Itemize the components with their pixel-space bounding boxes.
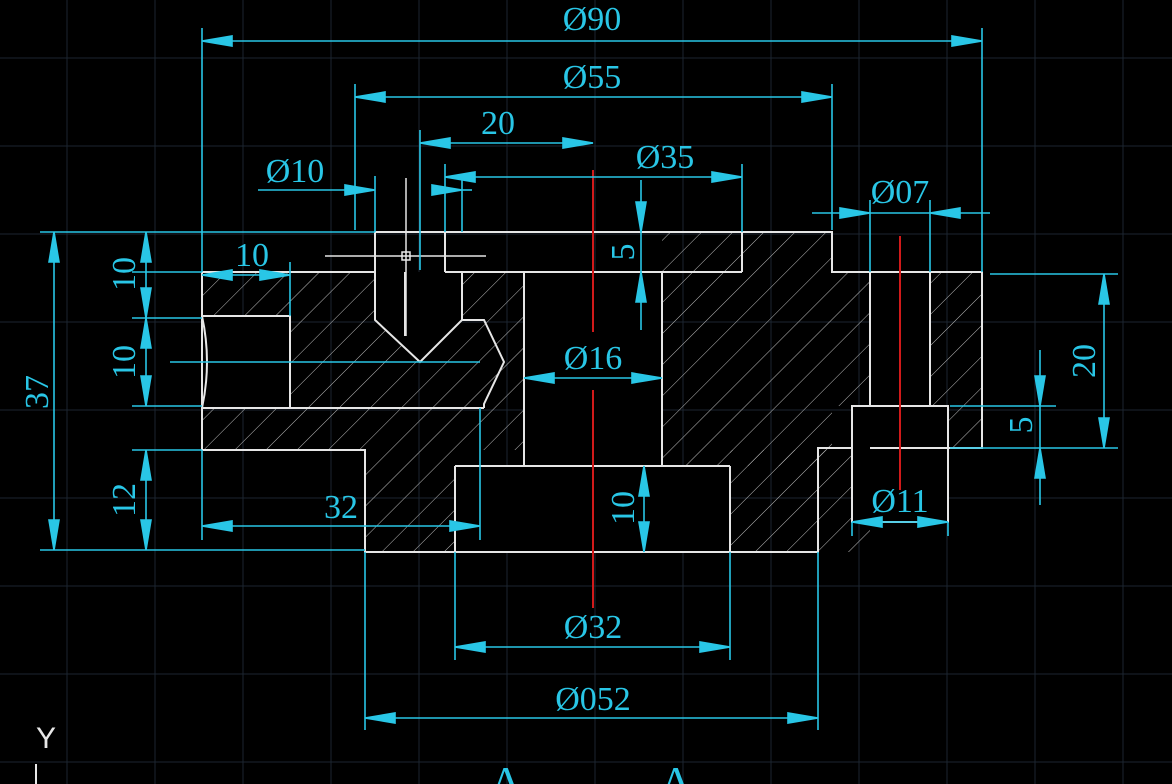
dim-offset-32: 32 [324, 489, 358, 526]
section-mark-right: A [659, 757, 692, 784]
dim-counterbore-diameter: Ø11 [871, 483, 928, 520]
dim-flange-thickness: 10 [106, 257, 143, 291]
dim-right-height: 20 [1066, 344, 1103, 378]
dim-total-height: 37 [19, 375, 56, 409]
section-marks: A A [489, 757, 692, 784]
dimension-labels: Ø90 Ø55 20 Ø35 Ø10 Ø07 5 Ø16 10 10 12 37… [19, 1, 1103, 718]
dimension-lines [40, 28, 1118, 730]
dim-base-diameter: Ø052 [555, 681, 631, 718]
dim-flange-diameter: Ø55 [563, 59, 622, 96]
dim-bottom-bore-diameter: Ø32 [564, 609, 623, 646]
dim-top-bore-depth: 5 [605, 244, 642, 261]
dim-right-hole-diameter: Ø07 [871, 174, 930, 211]
centerlines [592, 170, 901, 608]
dim-small-hole-diameter: Ø10 [266, 153, 325, 190]
dim-top-bore-diameter: Ø35 [636, 139, 695, 176]
crosshair-cursor[interactable] [325, 178, 486, 336]
section-mark-left: A [489, 757, 522, 784]
dim-hole-height: 10 [106, 345, 143, 379]
ucs-y-label: Y [36, 722, 56, 755]
dim-center-bore-diameter: Ø16 [564, 340, 623, 377]
dim-overall-diameter: Ø90 [563, 1, 622, 38]
dim-hole-depth: 10 [235, 237, 269, 274]
ucs-icon: Y [35, 722, 56, 784]
dim-bottom-bore-depth: 10 [605, 491, 642, 525]
dim-hole-offset: 20 [481, 105, 515, 142]
dim-base-height: 12 [106, 483, 143, 517]
dim-counterbore-depth: 5 [1003, 417, 1040, 434]
